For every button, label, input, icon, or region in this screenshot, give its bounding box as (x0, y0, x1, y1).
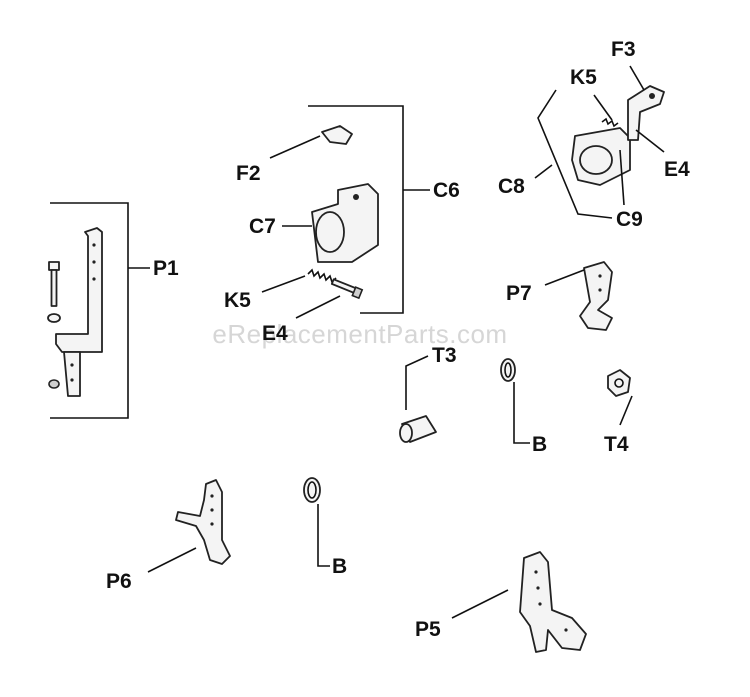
label-c9: C9 (616, 208, 643, 231)
label-e4-right: E4 (664, 158, 690, 181)
part-t3-assembly: T3 (399, 344, 457, 443)
label-f3: F3 (611, 38, 636, 61)
part-c6-assembly: C6 F2 C7 K5 E4 (224, 105, 460, 345)
c7-clamp-opening (315, 211, 345, 253)
label-b-lower: B (332, 555, 347, 578)
c7-hole (353, 194, 359, 200)
p1-washer (47, 313, 61, 323)
label-p6: P6 (106, 570, 132, 593)
p1-bolt-head (48, 261, 60, 271)
p6-hole (210, 522, 214, 526)
f3-arm-part (627, 85, 665, 141)
t3-bushing-end (399, 423, 413, 443)
p7-leader-line (544, 269, 585, 286)
b-lower-ring-inner (307, 481, 317, 499)
part-b-upper-assembly: B (500, 358, 547, 456)
label-k5-left: K5 (224, 289, 251, 312)
b-upper-leader-line (513, 382, 530, 444)
p7-lever-part (579, 261, 613, 331)
p1-lower-arm (63, 351, 81, 397)
e4-left-leader-line (295, 295, 341, 319)
label-b-upper: B (532, 433, 547, 456)
t3-leader-line (405, 355, 429, 410)
p7-hole (598, 274, 602, 278)
p5-hole (538, 602, 542, 606)
label-e4-left: E4 (262, 322, 288, 345)
label-t3: T3 (432, 344, 457, 367)
b-lower-ring-part (303, 477, 321, 503)
part-t4-assembly: T4 (604, 369, 633, 456)
p1-nut (48, 379, 60, 389)
part-b-lower-assembly: B (303, 477, 347, 578)
label-p7: P7 (506, 282, 532, 305)
f2-leader-line (269, 135, 321, 159)
p1-group-bracket (50, 202, 129, 419)
f3-leader-line (629, 65, 645, 91)
c8-leader-line (534, 164, 553, 179)
f2-clip-part (321, 125, 353, 145)
part-p5-assembly: P5 (415, 551, 587, 653)
p5-leader-line (451, 589, 509, 619)
p5-hole (534, 570, 538, 574)
label-c8: C8 (498, 175, 525, 198)
label-p1: P1 (153, 257, 179, 280)
label-c7: C7 (249, 215, 276, 238)
label-c6: C6 (433, 179, 460, 202)
f3-hole (649, 93, 655, 99)
part-p7-assembly: P7 (506, 261, 613, 331)
e4-screw-head (351, 286, 364, 300)
p5-hole (536, 586, 540, 590)
label-f2: F2 (236, 162, 261, 185)
b-upper-ring-inner (504, 362, 512, 378)
p1-hole (92, 260, 96, 264)
p5-hole (564, 628, 568, 632)
part-p1-assembly: P1 (47, 202, 179, 419)
p1-hole (92, 277, 96, 281)
part-p6-assembly: P6 (106, 479, 231, 593)
t4-nut-part (607, 369, 631, 397)
c8-group-bracket (537, 89, 613, 219)
p6-leader-line (147, 547, 197, 573)
c9-clamp-opening (579, 145, 613, 175)
p1-bracket-part (55, 227, 103, 353)
k5-left-leader-line (261, 275, 306, 293)
part-c8-assembly: C8 C9 F3 K5 E4 (498, 38, 690, 231)
e4-right-leader-line (635, 129, 665, 153)
p1-hole (92, 243, 96, 247)
k5-spring-part (307, 268, 337, 284)
label-k5-right: K5 (570, 66, 597, 89)
p1-hole (70, 363, 74, 367)
t4-nut-hole (614, 378, 624, 388)
p6-hole (210, 508, 214, 512)
k5-right-leader-line (593, 94, 613, 121)
label-t4: T4 (604, 433, 629, 456)
watermark-text: eReplacementParts.com (212, 319, 507, 349)
p1-hole (70, 378, 74, 382)
p7-hole (598, 288, 602, 292)
b-lower-leader-line (317, 504, 330, 567)
k5-right-spring-part (601, 117, 619, 128)
t4-leader-line (619, 395, 633, 426)
p6-hole (210, 494, 214, 498)
c9-leader-line (619, 149, 625, 206)
c6-group-bracket (308, 105, 404, 314)
b-upper-ring-part (500, 358, 516, 382)
p1-bolt-shank (50, 269, 58, 307)
p5-lever-part (519, 551, 587, 653)
label-p5: P5 (415, 618, 441, 641)
p6-lever-part (175, 479, 231, 565)
